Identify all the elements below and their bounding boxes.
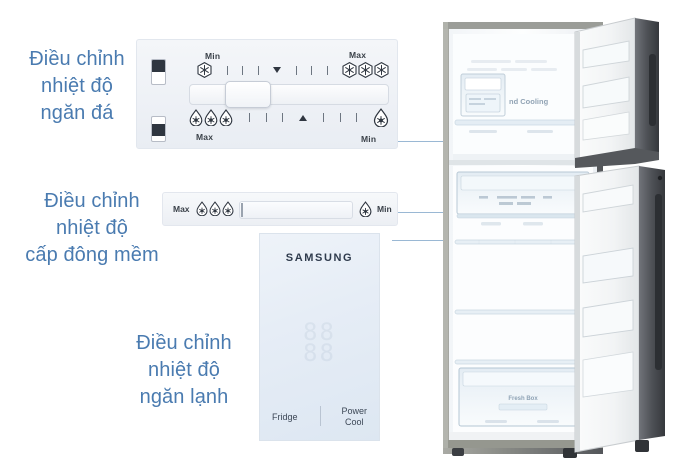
scale-tick — [242, 65, 243, 75]
snowflake-icon — [358, 62, 373, 78]
leader-line-freezer — [392, 141, 470, 142]
scale-tick — [311, 65, 312, 75]
samsung-logo: SAMSUNG — [285, 252, 354, 264]
droplet-max-group — [189, 109, 233, 126]
annotation-label-fridge: Điều chỉnh nhiệt độ ngăn lạnh — [136, 332, 232, 408]
water-drop-icon — [189, 109, 203, 126]
power-cool-button-label[interactable]: Power Cool — [341, 406, 367, 427]
snowflake-icon — [197, 62, 212, 78]
fridge-door-open — [574, 165, 665, 453]
water-drop-icon — [204, 109, 218, 126]
setting-marker-up-icon — [299, 114, 307, 121]
toggle-indicator-freezer[interactable] — [151, 59, 166, 85]
water-drop-icon — [222, 201, 234, 221]
water-drop-icon — [219, 109, 233, 126]
scale-tick — [257, 65, 259, 75]
water-drop-icon — [196, 201, 208, 221]
soft-freeze-min-label: Min — [377, 204, 392, 214]
water-drop-icon — [209, 201, 221, 221]
scale-tick — [339, 113, 341, 122]
temperature-display: 88 88 — [303, 318, 336, 367]
caption-min-bottom: Min — [361, 134, 377, 144]
caption-max-top: Max — [349, 50, 367, 60]
snowflake-max-group — [342, 62, 389, 78]
annotation-label-soft-freeze: Điều chỉnh nhiệt độ cấp đông mềm — [25, 190, 159, 266]
scale-tick — [356, 113, 358, 122]
freezer-door-open — [574, 17, 659, 168]
scale-tick — [226, 65, 228, 75]
freezer-cooling-text: nd Cooling — [509, 97, 549, 106]
soft-freeze-slider-track[interactable] — [239, 201, 353, 219]
snowflake-icon — [374, 62, 389, 78]
scale-tick — [248, 113, 250, 122]
annotation-label-freezer: Điều chỉnh nhiệt độ ngăn đá — [29, 48, 125, 124]
caption-max-bottom: Max — [196, 132, 214, 142]
fridge-button-label[interactable]: Fridge — [272, 412, 298, 422]
caption-min-top: Min — [205, 51, 221, 61]
scale-tick — [326, 65, 328, 75]
scale-tick — [322, 113, 324, 122]
snowflake-scale-row — [197, 62, 389, 78]
droplet-scale-row — [189, 108, 389, 127]
soft-freeze-slider-handle[interactable] — [241, 203, 243, 217]
panel-divider — [320, 406, 321, 426]
freezer-control-panel: Min Max Max Min — [136, 39, 398, 149]
soft-freeze-max-label: Max — [173, 204, 190, 214]
toggle-indicator-softfreeze[interactable] — [151, 116, 166, 142]
water-drop-icon — [373, 108, 389, 127]
samsung-door-display-panel: SAMSUNG 88 88 Fridge Power Cool — [259, 233, 380, 441]
leader-line-soft-freeze — [392, 212, 470, 213]
soft-freeze-max-icons — [196, 201, 234, 221]
temperature-slider-handle[interactable] — [225, 81, 271, 108]
fresh-box-text: Fresh Box — [508, 396, 538, 402]
scale-tick — [295, 65, 297, 75]
refrigerator-illustration: nd Cooling — [423, 8, 691, 463]
setting-marker-down-icon — [273, 67, 281, 73]
scale-tick — [265, 113, 267, 122]
temperature-slider-track[interactable] — [189, 84, 389, 105]
water-drop-icon — [359, 201, 372, 222]
snowflake-icon — [342, 62, 357, 78]
soft-freeze-control-panel: Max — [162, 192, 398, 226]
leader-line-fridge — [392, 240, 470, 241]
scale-tick — [282, 113, 284, 122]
